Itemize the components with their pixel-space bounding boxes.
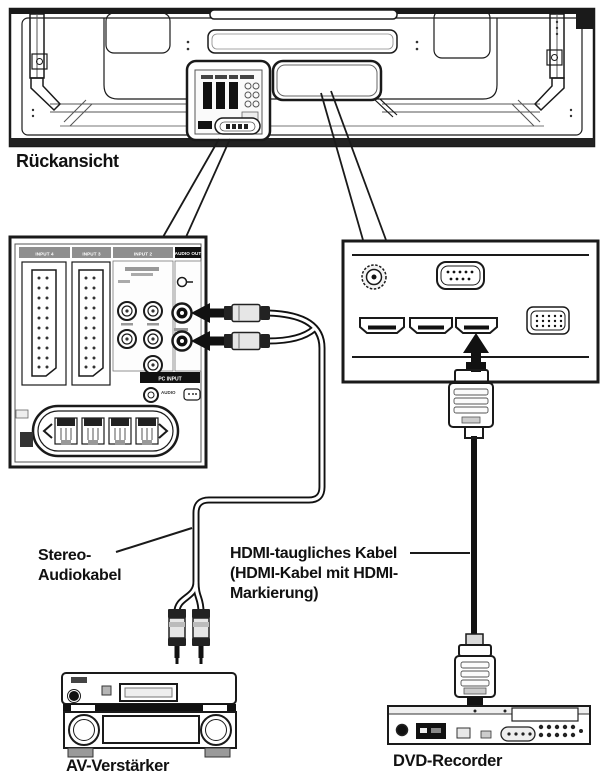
stereo-label-line2: Audiokabel [38, 567, 121, 584]
hdmi-label-line1: HDMI-taugliches Kabel [230, 545, 397, 562]
rear-view-label: Rückansicht [16, 151, 119, 171]
rca-plug-horizontal-l [191, 303, 270, 323]
dvd-buttons [538, 724, 583, 738]
hdmi-label-line2: (HDMI-Kabel mit HDMI- [230, 565, 398, 582]
input2-strip [113, 247, 173, 258]
tv-connector-panel [185, 59, 272, 142]
tv-input-panel-detail: INPUT 4 INPUT 3 INPUT 2 AUDIO OUT [8, 235, 208, 469]
up-arrow-icon [463, 333, 489, 372]
input3-label: INPUT 3 [82, 251, 101, 256]
callout-line-right-b [330, 90, 387, 241]
tv-left-bracket [29, 13, 62, 118]
tv-corner-block [576, 9, 594, 29]
callout-line-left-a [162, 138, 220, 238]
dvd-jack [395, 723, 409, 737]
pc-input-strip [140, 372, 200, 383]
dvd-recorder-illustration [387, 705, 591, 745]
hdmi-plug-bottom [454, 633, 496, 706]
amplifier-label: AV-Verstärker [66, 757, 170, 773]
rca-jack [143, 329, 163, 349]
amp-knob-right [200, 714, 232, 746]
amp-front-panel [102, 715, 200, 744]
pc-dsub-icon [183, 388, 201, 401]
audio-out-label: AUDIO OUT [175, 251, 202, 256]
dsub9-connector [436, 261, 485, 290]
tv-top-slot [209, 9, 398, 20]
rca-plug-vertical-l [168, 609, 186, 664]
rca-jack [117, 329, 137, 349]
speaker-terminal [54, 417, 78, 445]
speaker-terminal [81, 417, 105, 445]
rca-jack [117, 301, 137, 321]
speaker-terminal [135, 417, 159, 445]
input4-label: INPUT 4 [35, 251, 54, 256]
rca-jack [143, 301, 163, 321]
scart-connector-input4 [21, 261, 67, 386]
tv-rear-view-illustration [8, 7, 596, 148]
rca-jack [143, 355, 163, 375]
side-marking [15, 409, 29, 419]
hdmi-connection [448, 333, 496, 706]
dvd-recorder-label: DVD-Recorder [393, 752, 503, 770]
tv-right-molding [433, 9, 491, 59]
stereo-connection [168, 303, 326, 664]
hdmi-port-2 [409, 317, 453, 334]
audio-out-jacks [171, 260, 202, 372]
audio-out-jack-l [171, 302, 193, 324]
dvd-nav-pad [500, 726, 536, 742]
stereo-label-pointer [115, 527, 193, 553]
hdmi-port-3 [455, 317, 498, 334]
av-amplifier-illustration [61, 672, 237, 758]
input2-label: INPUT 2 [134, 251, 153, 256]
input4-strip [19, 247, 70, 258]
stereo-cable-label: Stereo- Audiokabel [38, 527, 193, 584]
scart-connector-input3 [71, 261, 111, 386]
hdmi-label-line3: Markierung) [230, 585, 318, 602]
dvd-disc-tray [511, 707, 579, 722]
left-arrow-icon [191, 331, 224, 351]
hdmi-plug-top [448, 362, 494, 439]
speaker-terminal-block [31, 404, 180, 458]
rca-plug-vertical-r [192, 609, 210, 664]
component-input-jacks [112, 260, 174, 375]
pc-audio-label: AUDIO [161, 390, 176, 395]
side-switch [20, 432, 33, 447]
left-arrow-icon [191, 303, 224, 323]
tv-left-molding [105, 12, 171, 54]
tv-hdmi-panel-detail [341, 239, 600, 384]
amp-power-button [69, 691, 79, 701]
callout-line-left-b [185, 138, 231, 238]
tv-bottom-edge [10, 138, 594, 146]
rca-plug-horizontal-r [191, 331, 270, 351]
pc-input-section: PC INPUT AUDIO [140, 372, 201, 403]
pc-audio-jack [143, 387, 159, 403]
callout-line-right-a [320, 92, 364, 241]
speaker-terminal [108, 417, 132, 445]
hdmi-cable-label: HDMI-taugliches Kabel (HDMI-Kabel mit HD… [230, 545, 470, 602]
amp-knob-left [68, 714, 100, 746]
stereo-label-line1: Stereo- [38, 547, 91, 564]
amp-logo [71, 677, 87, 683]
audio-out-strip [175, 247, 201, 258]
audio-out-jack-r [171, 330, 193, 352]
antenna-connector [361, 264, 387, 290]
hdmi-port-1 [359, 317, 405, 334]
pc-input-label: PC INPUT [158, 376, 181, 382]
tv-handle-recess [207, 29, 398, 54]
callout-lines [162, 90, 387, 241]
tv-right-bracket [533, 13, 573, 118]
input3-strip [72, 247, 111, 258]
tv-recessed-bay [271, 59, 398, 118]
vga-connector [526, 306, 570, 335]
